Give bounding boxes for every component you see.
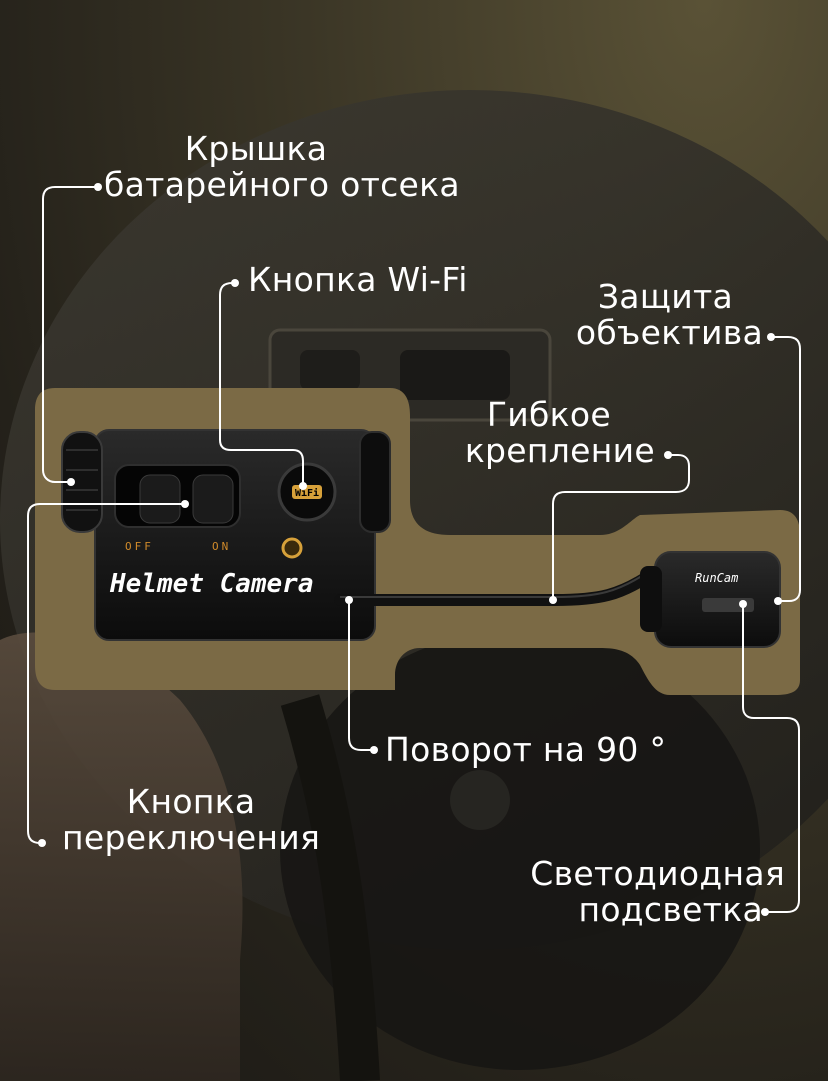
switch-off-label: OFF <box>125 540 154 553</box>
headset-earcup <box>280 630 760 1070</box>
callout-battery-line2: батарейного отсека <box>104 165 460 204</box>
callout-led-line2: подсветка <box>578 890 763 929</box>
line-battery <box>42 186 96 483</box>
line-lens <box>772 336 801 602</box>
callout-led-light: Светодиодная подсветка <box>530 856 785 928</box>
dot-wifi-device <box>299 482 307 490</box>
gooseneck-highlight <box>340 571 649 598</box>
callout-lines <box>27 186 801 913</box>
callout-rotation: Поворот на 90 ° <box>385 732 666 768</box>
dot-battery-text <box>94 183 102 191</box>
callout-switch-line1: Кнопка <box>126 782 256 821</box>
face-silhouette <box>0 632 243 1081</box>
dot-lens-device <box>774 597 782 605</box>
callout-rotation-line1: Поворот на 90 ° <box>385 730 667 769</box>
wifi-badge-bg <box>292 485 322 499</box>
aux-jack <box>281 537 303 559</box>
dot-switch-device <box>181 500 189 508</box>
dot-mount-device <box>549 596 557 604</box>
callout-battery-line1: Крышка <box>184 129 328 168</box>
line-rotation <box>348 600 372 751</box>
callout-led-line1: Светодиодная <box>530 854 785 893</box>
callout-switch-line2: переключения <box>62 818 321 857</box>
callout-wifi-button: Кнопка Wi-Fi <box>248 262 468 298</box>
dot-mount-text <box>664 451 672 459</box>
line-switch <box>27 503 185 844</box>
helmet-strap <box>280 694 380 1081</box>
switch-slider-right <box>192 474 234 524</box>
dot-wifi-text <box>231 279 239 287</box>
dot-rotation-text <box>370 746 378 754</box>
callout-mount-line1: Гибкое <box>486 395 611 434</box>
rail-slot-2 <box>400 350 510 400</box>
dot-led-device <box>739 600 747 608</box>
dot-battery-device <box>67 478 75 486</box>
switch-slider-left <box>139 474 181 524</box>
callout-lens-protection: Защита объектива <box>576 279 763 351</box>
callout-mount-line2: крепление <box>464 431 655 470</box>
callout-wifi-line1: Кнопка Wi-Fi <box>248 260 468 299</box>
camera-body <box>94 429 376 641</box>
dot-rotation-device <box>345 596 353 604</box>
callout-battery-cover: Крышка батарейного отсека <box>104 131 504 203</box>
headset-knob <box>450 770 510 830</box>
runcam-brand: RunCam <box>695 571 738 585</box>
dot-lens-text <box>767 333 775 341</box>
rail-slot-1 <box>300 350 360 390</box>
line-mount <box>552 454 690 600</box>
callout-switch-button: Кнопка переключения <box>62 784 320 856</box>
switch-on-label: ON <box>212 540 231 553</box>
wifi-badge-text: WiFi <box>295 487 319 499</box>
callout-lens-line2: объектива <box>575 313 763 352</box>
callout-lens-line1: Защита <box>597 277 733 316</box>
line-led <box>742 604 800 913</box>
callout-dots <box>38 183 782 916</box>
line-wifi <box>219 282 304 486</box>
dot-led-text <box>761 908 769 916</box>
dot-switch-text <box>38 839 46 847</box>
gooseneck-cable <box>334 569 656 606</box>
camera-head-back <box>640 566 662 632</box>
lens-barrel <box>359 431 391 533</box>
helmet-camera-label: Helmet Camera <box>109 569 314 599</box>
callout-flexible-mount: Гибкое крепление <box>465 397 655 469</box>
